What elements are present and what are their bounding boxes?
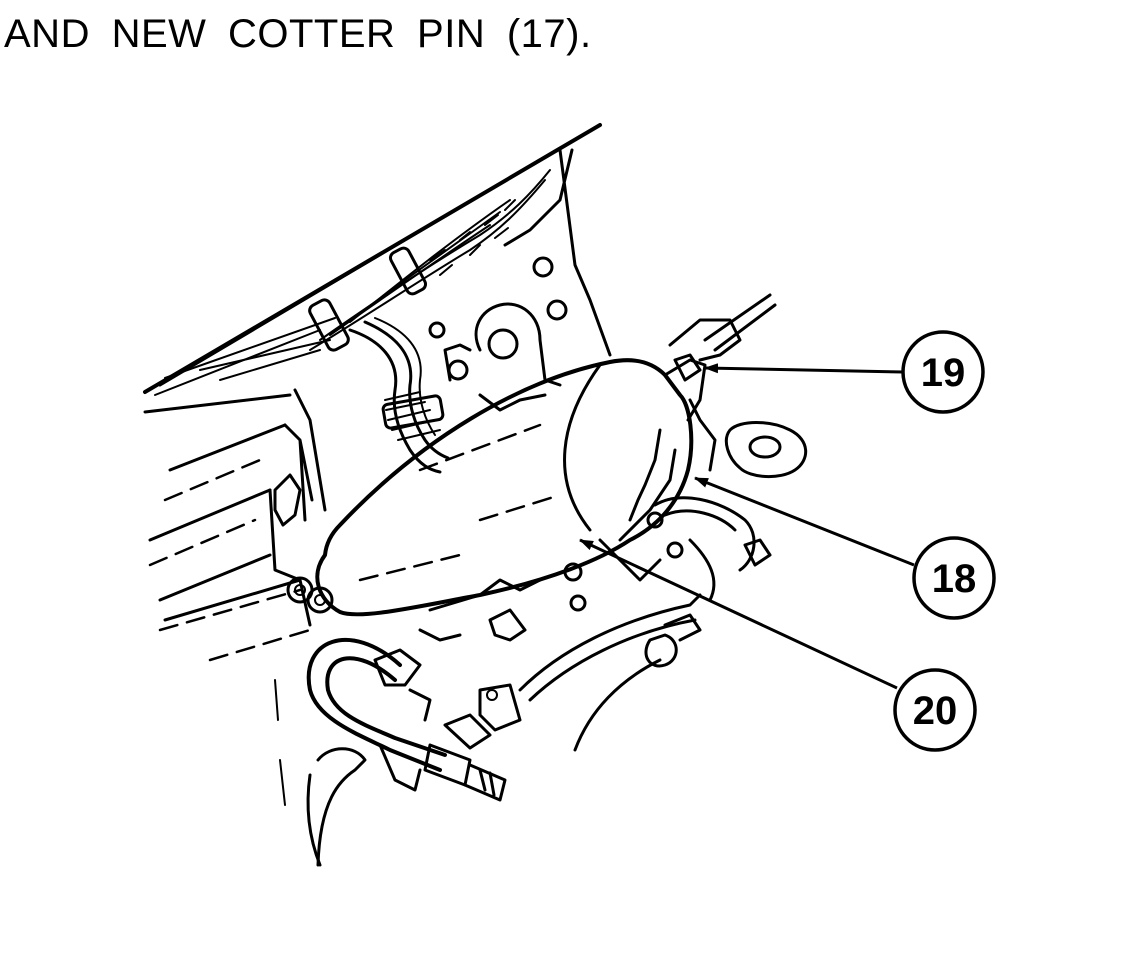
callout-leaders (579, 363, 915, 690)
callout-18-label: 18 (932, 557, 977, 601)
callout-20: 20 (893, 668, 977, 752)
mounting-bracket (428, 148, 612, 412)
upper-connector (668, 293, 808, 478)
body-panel (148, 388, 334, 806)
wire-harness (308, 169, 551, 474)
callout-20-label: 20 (913, 689, 958, 733)
leader-20 (579, 538, 898, 690)
leader-19 (704, 363, 904, 374)
canister-body (315, 358, 717, 617)
instruction-text: AND NEW COTTER PIN (17). (4, 12, 592, 56)
callout-19: 19 (901, 330, 985, 414)
hose-assembly (306, 638, 522, 867)
frame-rail (143, 123, 602, 414)
callout-19-label: 19 (921, 351, 966, 395)
callout-18: 18 (912, 536, 996, 620)
lower-fittings (418, 496, 772, 752)
leader-18 (694, 476, 915, 567)
